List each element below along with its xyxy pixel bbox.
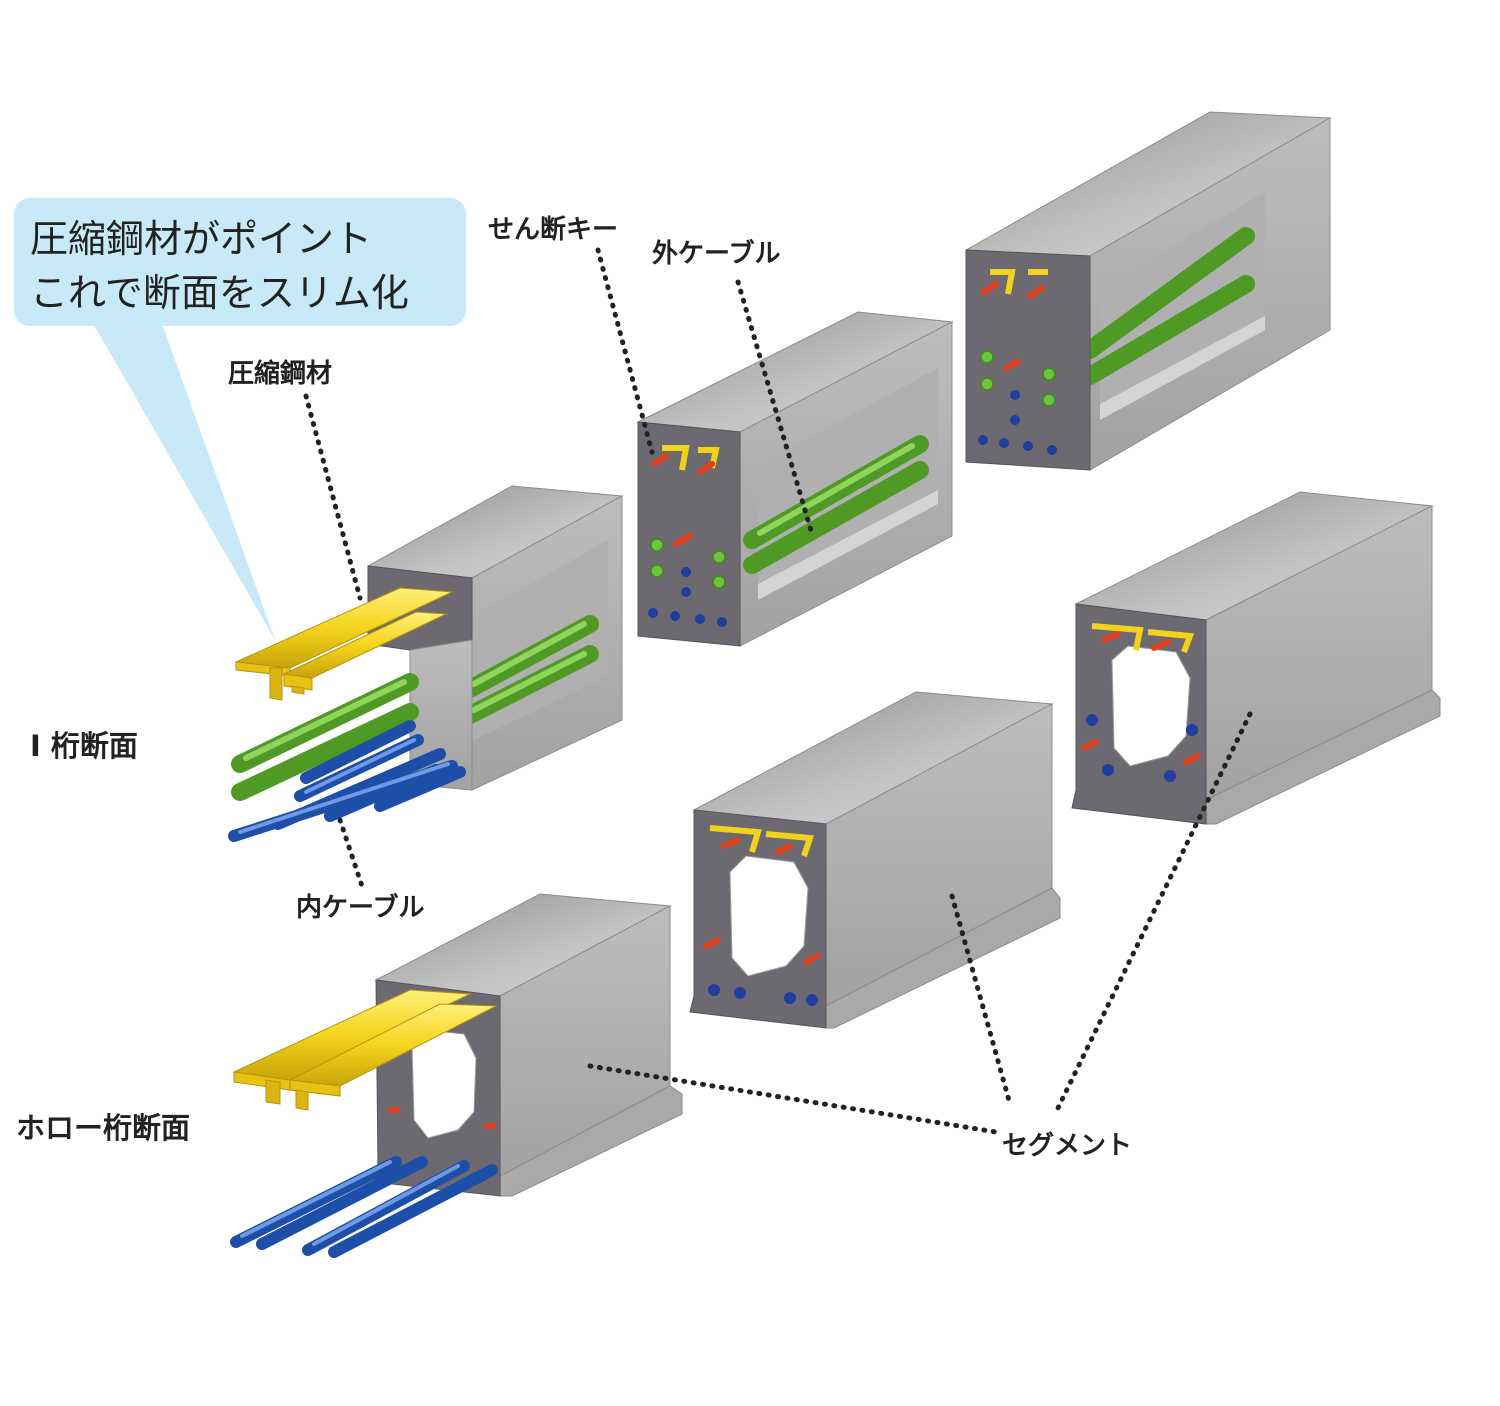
label-external-cable: 外ケーブル (652, 238, 780, 269)
segment-hollow-bottom-left (230, 893, 683, 1258)
leader-segment-bottom (587, 1063, 999, 1135)
leader-external-cable (735, 279, 815, 537)
callout-box (14, 198, 466, 326)
label-hollow-girder-section: ホロー桁断面 (16, 1111, 190, 1145)
callout-pointer (90, 318, 275, 640)
segment-hollow-right (1071, 491, 1441, 825)
leader-lines (303, 247, 1253, 1135)
callout-line-2: これで断面をスリム化 (30, 271, 409, 315)
shear-key-group (981, 269, 1048, 371)
segment-box-middle (636, 311, 954, 647)
shear-key-group (651, 445, 720, 547)
label-segment: セグメント (1002, 1131, 1132, 1161)
label-compression-steel: 圧縮鋼材 (228, 358, 332, 389)
callout-line-1: 圧縮鋼材がポイント (30, 217, 372, 261)
leader-internal-cable (337, 817, 365, 889)
label-i-girder-section: I 桁断面 (30, 729, 138, 763)
shear-key-group (703, 825, 821, 965)
segment-box-top-right (964, 111, 1332, 471)
label-shear-key: せん断キー (488, 214, 618, 245)
segment-hollow-center (689, 691, 1061, 1029)
leader-segment-center (949, 893, 1013, 1107)
leader-compression-steel (303, 393, 363, 601)
leader-shear-key (595, 247, 655, 455)
label-internal-cable: 内ケーブル (296, 892, 424, 923)
leader-segment-right (1055, 711, 1253, 1111)
segment-i-girder (228, 485, 624, 842)
compression-steel-bar (232, 989, 498, 1111)
shear-key-group (1081, 623, 1201, 765)
compression-steel-bar (234, 587, 454, 701)
callout: 圧縮鋼材がポイント これで断面をスリム化 (14, 198, 466, 640)
